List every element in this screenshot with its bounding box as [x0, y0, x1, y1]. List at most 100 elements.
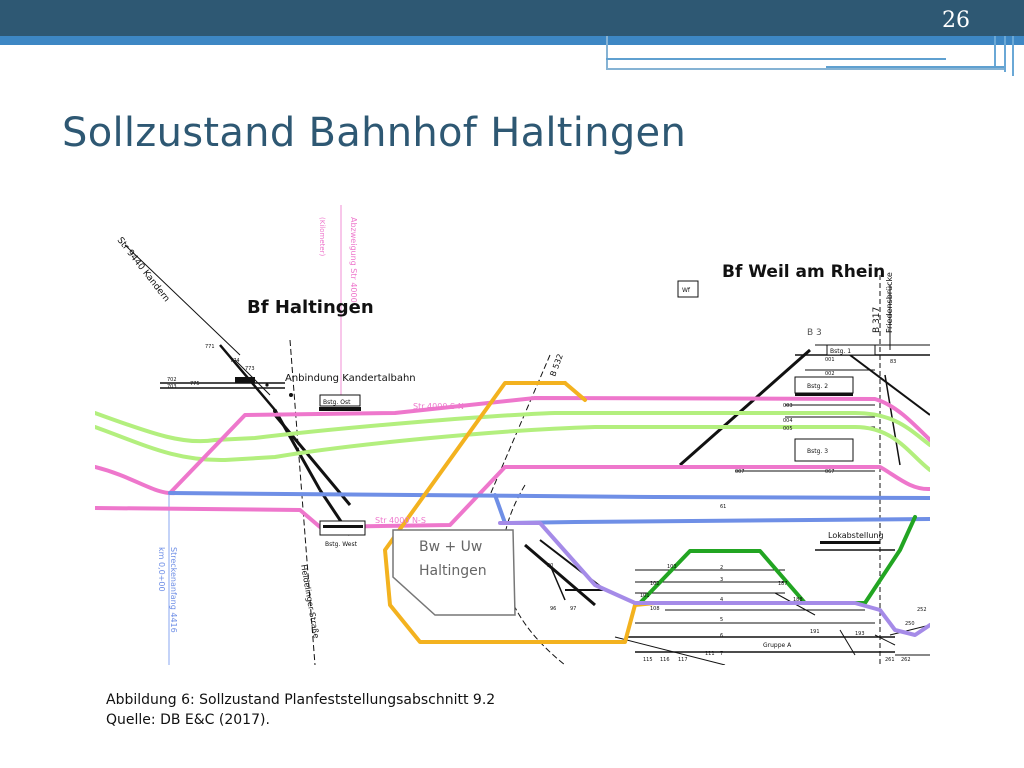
route-line-green — [95, 411, 930, 447]
track-line — [839, 629, 856, 656]
caption-source: Quelle: DB E&C (2017). — [106, 712, 270, 728]
figure-caption: Abbildung 6: Sollzustand Planfeststellun… — [106, 690, 495, 730]
label-str-4000-ns: Str 4000 N-S — [375, 516, 426, 525]
junction-marker — [273, 409, 277, 413]
track-number: 117 — [678, 657, 688, 663]
track-number: 102 — [650, 581, 660, 587]
track-number: 111 — [705, 651, 715, 657]
slide-title: Sollzustand Bahnhof Haltingen — [62, 110, 687, 156]
header-decoration-line — [606, 58, 946, 60]
track-number: 7 — [720, 651, 723, 657]
label-bstg-3: Bstg. 3 — [807, 448, 828, 455]
depot-shape — [392, 529, 516, 616]
track-number: 2 — [720, 565, 723, 571]
label-lokabstellung: Lokabstellung — [828, 531, 884, 540]
label-wf: Wf — [682, 287, 691, 294]
label-abzweigung: Abzweigung Str 4000 — [349, 217, 358, 303]
label-bstg-1: Bstg. 1 — [830, 348, 851, 355]
track-line — [679, 348, 811, 467]
track-number: 002 — [825, 371, 835, 377]
track-number: 774 — [230, 358, 240, 364]
route-line-blue — [168, 491, 930, 500]
track-number: 003 — [783, 403, 793, 409]
header-decoration-box — [606, 36, 1004, 70]
track-number: 001 — [825, 357, 835, 363]
platform-bar — [323, 525, 363, 528]
label-gruppe-a: Gruppe A — [763, 642, 792, 649]
junction-marker — [265, 383, 269, 387]
platform-1 — [826, 344, 876, 356]
track-number: 703 — [167, 384, 177, 390]
header-decoration-line — [1012, 36, 1014, 76]
label-station-weil: Bf Weil am Rhein — [722, 262, 885, 282]
route-line-pink — [168, 396, 930, 495]
platform-ost — [319, 394, 361, 407]
junction-marker — [289, 393, 293, 397]
track-number: 96 — [550, 606, 556, 612]
page-number: 26 — [942, 8, 970, 33]
track-number: 067 — [825, 469, 835, 475]
label-anbindung: Anbindung Kandertalbahn — [285, 373, 416, 384]
track-number: 772 — [235, 378, 245, 384]
track-number: 004 — [783, 418, 793, 424]
label-str-9440: Str 9440 Kandern — [115, 236, 172, 304]
platform-bar — [795, 393, 853, 396]
platform-bar — [319, 407, 361, 411]
track-number: 103 — [667, 564, 677, 570]
track-number: 261 — [885, 657, 895, 663]
track-number: 262 — [901, 657, 911, 663]
track-line — [874, 634, 896, 646]
track-line — [524, 543, 596, 607]
header-bar — [0, 0, 1024, 36]
track-number: 188 — [793, 597, 803, 603]
route-line-orange — [383, 381, 657, 644]
track-diagram: Bf Haltingen Bf Weil am Rhein Str 9440 K… — [95, 205, 930, 665]
track-line — [124, 244, 241, 356]
label-heldelinger: Heldelinger Straße — [299, 564, 321, 639]
track-number: 61 — [720, 504, 726, 510]
label-b3: B 3 — [807, 328, 822, 338]
track-number: 773 — [245, 366, 255, 372]
track-number: 5 — [720, 617, 723, 623]
header-decoration-line — [826, 66, 1004, 68]
track-number: 101 — [640, 593, 650, 599]
label-station-haltingen: Bf Haltingen — [247, 297, 374, 318]
track-number: 116 — [660, 657, 670, 663]
track-number: 775 — [190, 381, 200, 387]
track-number: 80 — [547, 563, 553, 569]
label-b317: B 317 — [872, 307, 882, 333]
track-number: 007 — [735, 469, 745, 475]
track-number: 187 — [778, 581, 788, 587]
header-decoration-line — [994, 36, 996, 66]
platform-3 — [794, 438, 854, 462]
track-number: 250 — [905, 621, 915, 627]
track-number: 97 — [570, 606, 576, 612]
track-number: 702 — [167, 377, 177, 383]
route-line-purple — [498, 521, 930, 637]
route-line-green — [95, 425, 930, 472]
caption-line: Abbildung 6: Sollzustand Planfeststellun… — [106, 692, 496, 708]
label-km: km 0,0+00 — [157, 547, 166, 592]
track-number: 191 — [810, 629, 820, 635]
track-number: 771 — [205, 344, 215, 350]
label-bstg-2: Bstg. 2 — [807, 383, 828, 390]
label-bw-uw-haltingen: Haltingen — [419, 563, 487, 579]
track-line — [289, 339, 316, 665]
label-bstg-ost: Bstg. Ost — [323, 399, 351, 406]
track-number: 3 — [720, 577, 723, 583]
label-str-4000-sn: Str 4000 S-N — [413, 402, 464, 411]
label-bstg-west: Bstg. West — [325, 541, 358, 548]
label-b532: B 532 — [548, 353, 564, 378]
route-line-darkgreen — [638, 515, 917, 605]
platform-bar — [820, 541, 880, 544]
track-line — [549, 564, 566, 601]
track-number: 193 — [855, 631, 865, 637]
track-number: 4 — [720, 597, 723, 603]
header-accent-line — [0, 36, 1024, 45]
label-bw-uw: Bw + Uw — [419, 539, 482, 555]
route-line-pink — [95, 465, 177, 496]
label-abzweigung-sub: (Kilometer) — [318, 217, 326, 257]
track-number: 6 — [720, 633, 723, 639]
track-line — [614, 636, 726, 665]
track-line — [889, 624, 930, 636]
